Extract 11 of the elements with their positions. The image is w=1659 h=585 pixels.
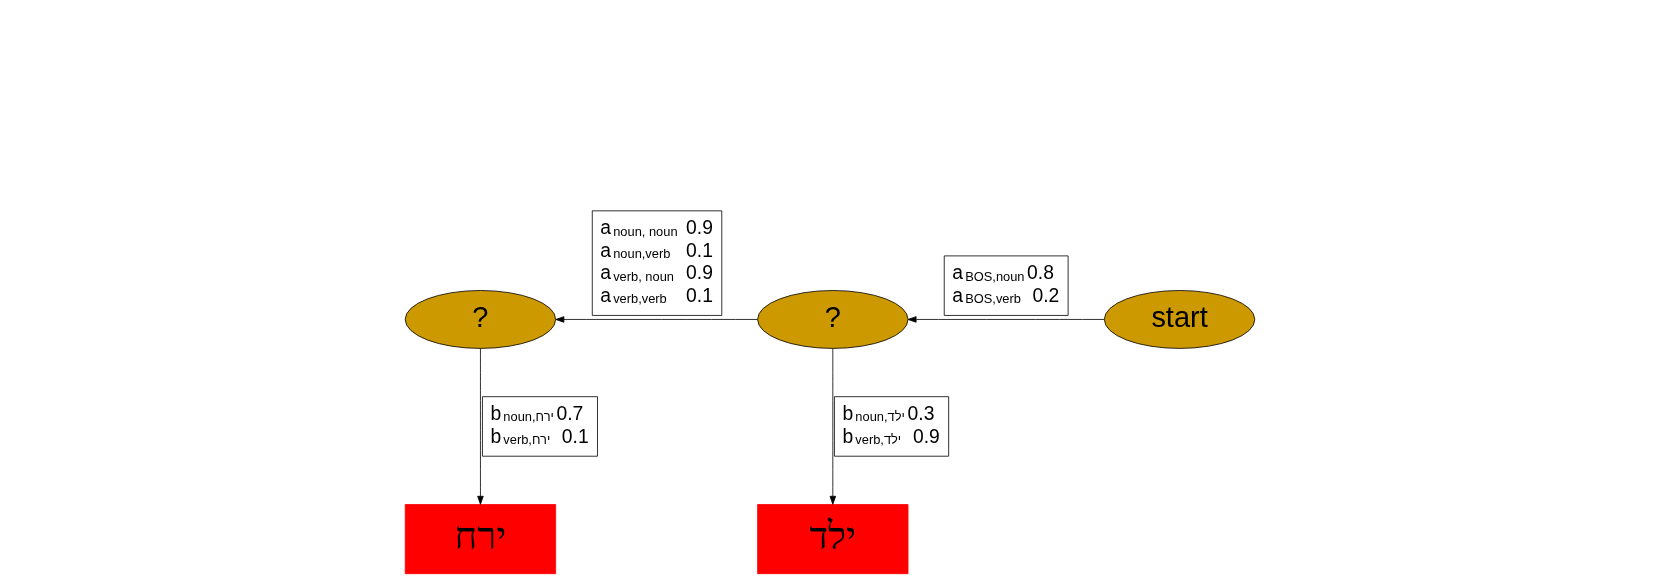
arrow: [476, 348, 484, 505]
arrow: [907, 316, 1105, 323]
node-box: ירח: [404, 504, 556, 575]
node-ellipse: start: [1103, 290, 1255, 349]
arrow: [554, 316, 758, 323]
edge-label: anoun, noun 0.9 anoun,verb 0.1 averb, noun 0.9 averb,verb 0.1: [599, 217, 713, 307]
node-ellipse: ?: [756, 290, 908, 349]
node-box: ילד: [756, 504, 908, 575]
arrow: [829, 348, 836, 505]
edge-label: aBOS,noun0.8 aBOS,verb 0.2: [951, 262, 1059, 307]
node-ellipse: ?: [404, 290, 556, 349]
